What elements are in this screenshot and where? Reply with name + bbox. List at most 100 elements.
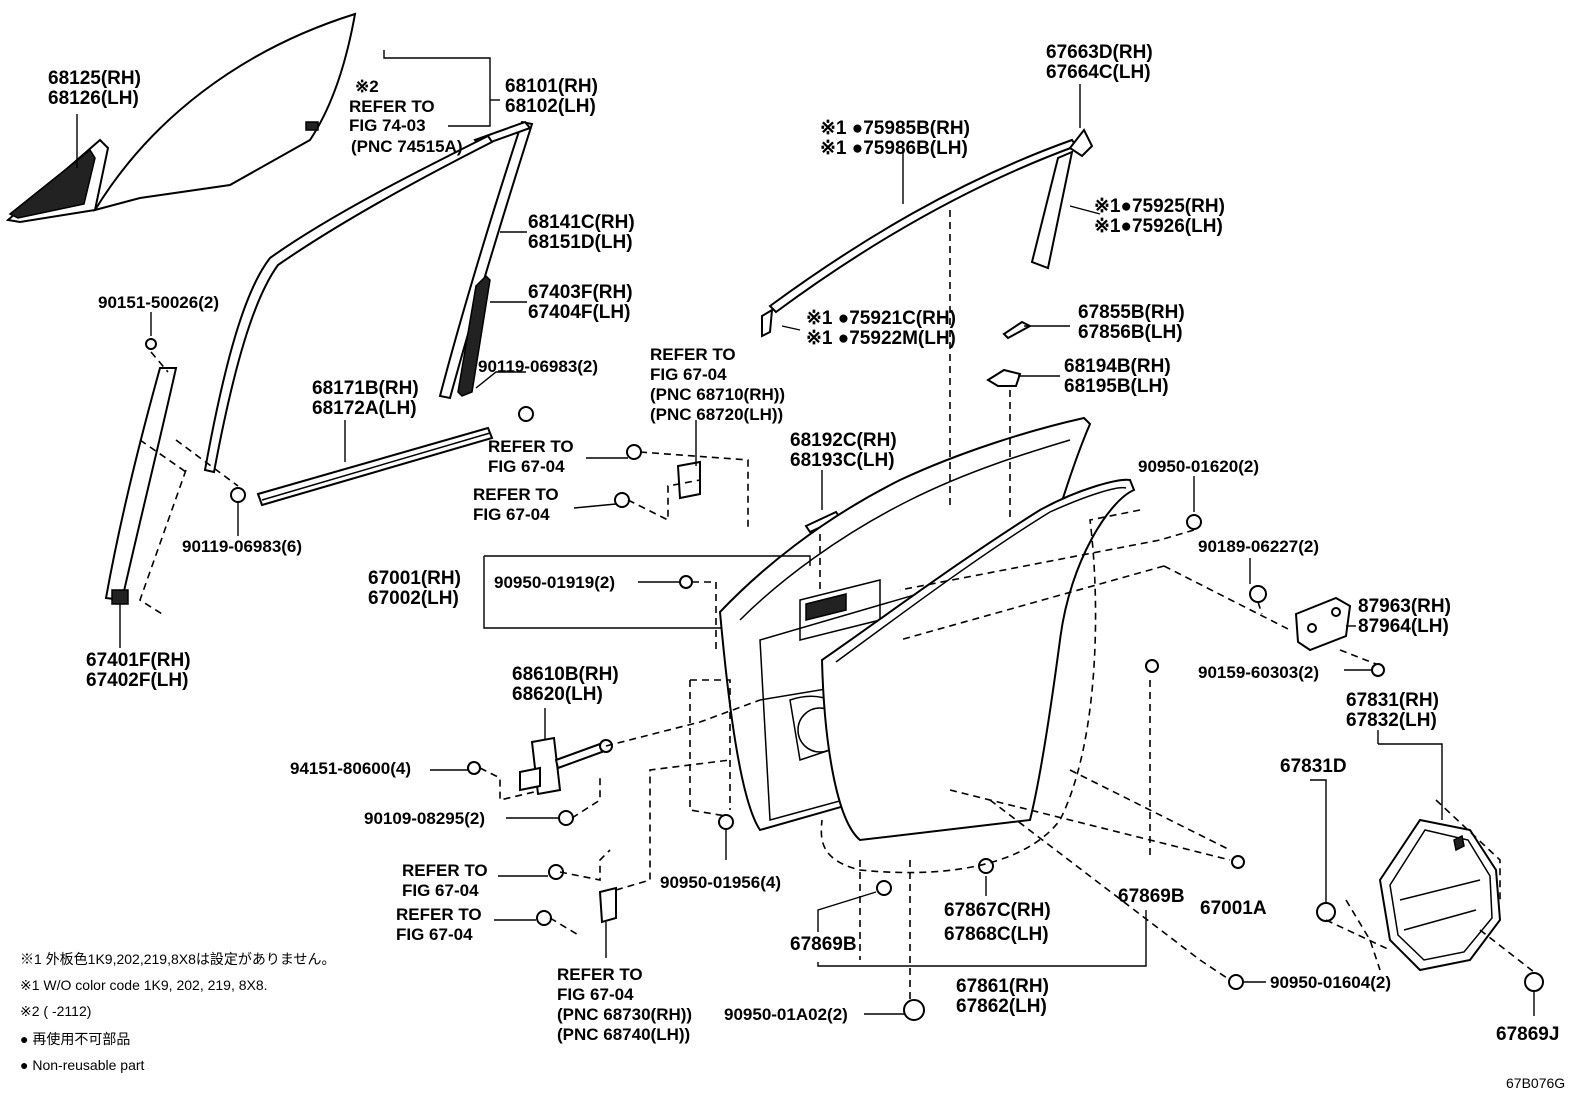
note-2: ※2 ( -2112) <box>20 1003 91 1019</box>
clip-door-a <box>1145 659 1159 673</box>
label-94151: 94151-80600(4) <box>290 759 411 778</box>
label-67831: 67831(RH) <box>1346 690 1439 711</box>
pillar-garnish <box>1030 150 1074 270</box>
glass-sensor-mark <box>305 121 319 131</box>
label-87963: 87963(RH) <box>1358 596 1451 617</box>
note2-mark: ※2 <box>355 77 379 96</box>
ref-f-1: REFER TO <box>557 965 643 984</box>
quarter-glass <box>5 138 110 224</box>
label-67002: 67002(LH) <box>368 588 459 609</box>
label-87964: 87964(LH) <box>1358 616 1449 637</box>
label-67869J: 67869J <box>1496 1024 1559 1045</box>
label-68125: 68125(RH) <box>48 68 141 89</box>
bolt-90119-b <box>518 406 534 422</box>
label-67862: 67862(LH) <box>956 996 1047 1017</box>
label-67001A: 67001A <box>1200 898 1267 919</box>
nut-90950-01919 <box>679 575 693 589</box>
frame-moulding-end <box>761 308 774 338</box>
ref-a-4: (PNC 68720(LH)) <box>650 405 783 424</box>
bolt-hinge-b <box>614 492 630 508</box>
clip-90151 <box>145 338 157 350</box>
label-67867: 67867C(RH) <box>944 900 1051 921</box>
legend-en: ● Non-reusable part <box>20 1057 145 1073</box>
ref-a-1: REFER TO <box>650 345 736 364</box>
bolt-hinge-d <box>536 910 552 926</box>
bolt-90119-a <box>230 487 246 503</box>
label-68610: 68610B(RH) <box>512 664 619 685</box>
bolt-90109 <box>558 810 574 826</box>
parts-drawing <box>5 12 1544 1021</box>
plug-90950-01604 <box>1228 974 1244 990</box>
channel-bracket <box>111 589 129 605</box>
label-90950-01604: 90950-01604(2) <box>1270 973 1391 992</box>
ref-d-2: FIG 67-04 <box>402 881 479 900</box>
label-67869B-b: 67869B <box>1118 886 1185 907</box>
plug-67001A <box>1231 855 1245 869</box>
clip-67869J <box>1524 972 1544 992</box>
label-67868: 67868C(LH) <box>944 924 1049 945</box>
figure-code: 67B076G <box>1506 1075 1565 1091</box>
plug-90950-01A02 <box>903 999 925 1021</box>
door-weatherstrip <box>820 478 1136 842</box>
ref-d-1: REFER TO <box>402 861 488 880</box>
label-68172: 68172A(LH) <box>312 398 417 419</box>
label-68193: 68193C(LH) <box>790 450 895 471</box>
clip-67855 <box>1002 320 1033 340</box>
label-68171: 68171B(RH) <box>312 378 419 399</box>
label-67861: 67861(RH) <box>956 976 1049 997</box>
door-glass <box>92 12 357 212</box>
lower-hinge <box>598 886 617 924</box>
label-75925: ※1●75925(RH) <box>1094 196 1225 217</box>
ref-f-2: FIG 67-04 <box>557 985 634 1004</box>
label-67401: 67401F(RH) <box>86 650 191 671</box>
label-90109: 90109-08295(2) <box>364 809 485 828</box>
ref-f-4: (PNC 68740(LH)) <box>557 1025 690 1044</box>
ref-c-1: REFER TO <box>473 485 559 504</box>
ref-a-3: (PNC 68710(RH)) <box>650 385 785 404</box>
legend-jp: ● 再使用不可部品 <box>20 1031 130 1047</box>
clip-67869B-a <box>876 880 892 896</box>
label-68194: 68194B(RH) <box>1064 356 1171 377</box>
bolt-hinge-a <box>626 444 642 460</box>
glass-run-front <box>203 134 494 474</box>
ref-b-2: FIG 67-04 <box>488 457 565 476</box>
label-90119-2: 90119-06983(2) <box>478 357 598 376</box>
label-67663: 67663D(RH) <box>1046 42 1153 63</box>
note2-pnc: (PNC 74515A) <box>351 137 463 156</box>
label-90950-01A02: 90950-01A02(2) <box>724 1005 848 1024</box>
pillar-cap <box>1068 128 1094 158</box>
label-90950-01620: 90950-01620(2) <box>1138 457 1259 476</box>
label-90950-01956: 90950-01956(4) <box>660 873 781 892</box>
label-75926: ※1●75926(LH) <box>1094 216 1223 237</box>
nut-90159 <box>1371 663 1385 677</box>
label-75985: ※1 ●75985B(RH) <box>820 118 970 139</box>
plug-90950-01620 <box>1186 514 1202 530</box>
label-68126: 68126(LH) <box>48 88 139 109</box>
label-90151: 90151-50026(2) <box>98 293 219 312</box>
grommet-67831D <box>1316 902 1336 922</box>
rear-run-channel <box>457 274 491 397</box>
note-1-jp: ※1 外板色1K9,202,219,8X8は設定がありません。 <box>20 951 335 967</box>
label-67404: 67404F(LH) <box>528 302 630 323</box>
service-hole-cover <box>1378 818 1502 972</box>
upper-hinge <box>676 460 701 500</box>
note-1-en: ※1 W/O color code 1K9, 202, 219, 8X8. <box>20 977 268 993</box>
label-75922: ※1 ●75922M(LH) <box>806 328 956 349</box>
frame-moulding <box>768 138 1078 314</box>
lower-channel <box>104 367 178 602</box>
leader-lines <box>76 50 1535 1016</box>
notes: ※1 外板色1K9,202,219,8X8は設定がありません。 ※1 W/O c… <box>20 951 1565 1091</box>
assembly-lines <box>139 210 1535 1000</box>
label-68192: 68192C(RH) <box>790 430 897 451</box>
label-67832: 67832(LH) <box>1346 710 1437 731</box>
label-68620: 68620(LH) <box>512 684 603 705</box>
label-67403: 67403F(RH) <box>528 282 633 303</box>
clip-67867 <box>978 858 994 874</box>
label-67855: 67855B(RH) <box>1078 302 1185 323</box>
label-68102: 68102(LH) <box>505 96 596 117</box>
label-68195: 68195B(LH) <box>1064 376 1169 397</box>
label-67831D: 67831D <box>1280 756 1347 777</box>
clip-68194 <box>986 368 1022 387</box>
nut-94151 <box>467 761 481 775</box>
